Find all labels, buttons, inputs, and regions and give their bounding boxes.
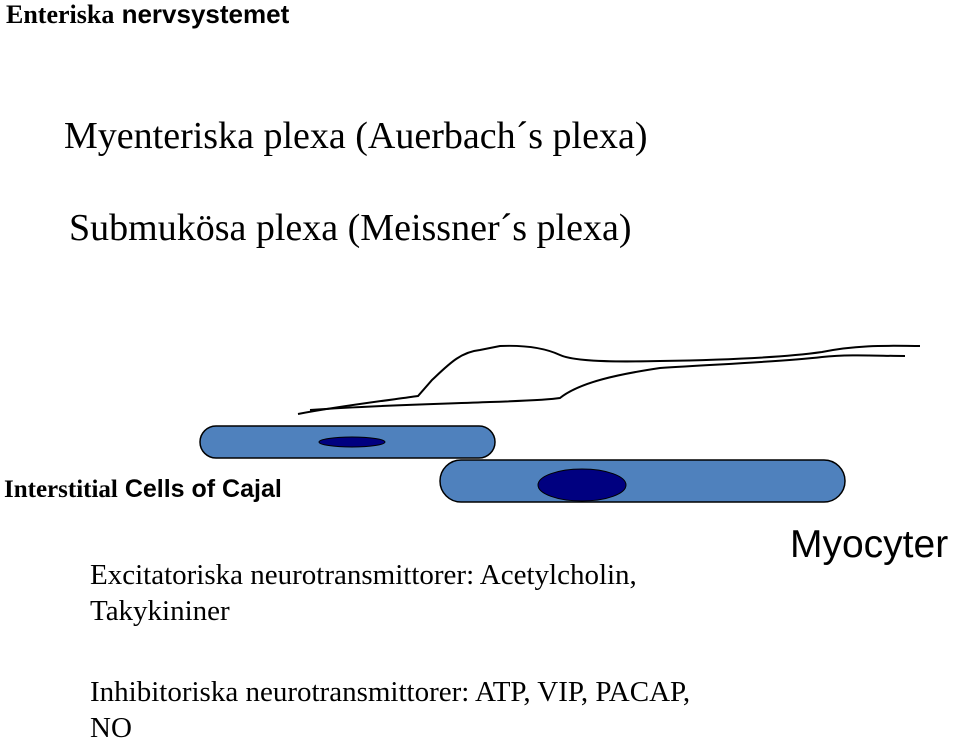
icc-label-part-1: Interstitial bbox=[4, 476, 118, 503]
nerve-branch bbox=[310, 355, 905, 410]
icc-nucleus bbox=[319, 437, 385, 447]
icc-label-part-2: Cells of Cajal bbox=[118, 475, 282, 503]
myocyte-nucleus bbox=[538, 469, 626, 501]
inhibitory-text: Inhibitoriska neurotransmittorer: ATP, V… bbox=[90, 674, 730, 746]
icc-label: Interstitial Cells of Cajal bbox=[4, 474, 282, 505]
myocyte-cell bbox=[440, 460, 845, 502]
myocyte-label: Myocyter bbox=[790, 523, 948, 567]
excitatory-text: Excitatoriska neurotransmittorer: Acetyl… bbox=[90, 557, 730, 629]
